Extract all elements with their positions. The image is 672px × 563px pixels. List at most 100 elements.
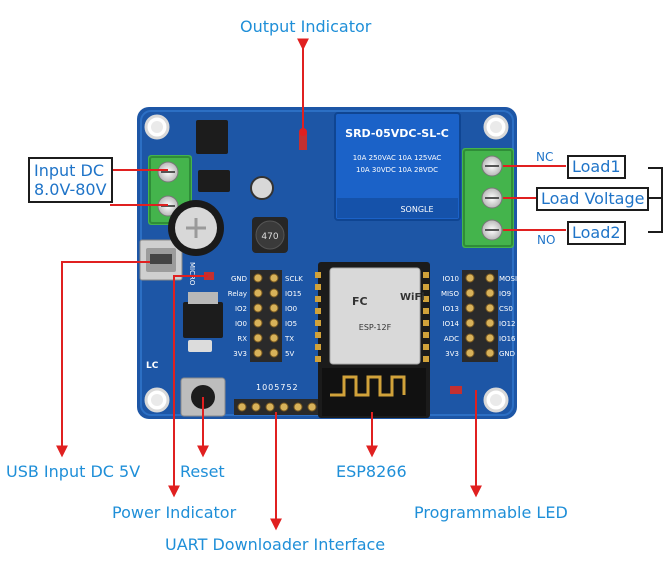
cap-470-text: 470: [261, 232, 278, 242]
io-left-pin-label: ADC: [444, 335, 459, 343]
right-header-pin-label: 5V: [285, 350, 294, 358]
left-header-pin-label: GND: [231, 275, 247, 283]
left-header-pin-label: RX: [237, 335, 247, 343]
inductor: [252, 217, 288, 253]
gold-pads: [315, 272, 429, 362]
header-pin: [465, 303, 475, 313]
header-pin: [253, 273, 263, 283]
header-pin: [269, 288, 279, 298]
load2-label: Load2: [567, 221, 626, 245]
esp-pad: [423, 296, 429, 302]
esp8266-label: ESP8266: [336, 462, 407, 481]
header-pin: [253, 348, 263, 358]
header-pin: [485, 348, 495, 358]
header-pin: [485, 303, 495, 313]
usb-input-label: USB Input DC 5V: [6, 462, 141, 481]
uart-label: UART Downloader Interface: [165, 535, 386, 554]
power-led: [204, 272, 214, 280]
header-pin: [269, 348, 279, 358]
load-brackets: [648, 167, 663, 233]
esp-pad: [423, 272, 429, 278]
no-label: NO: [537, 233, 556, 247]
header-pin: [485, 273, 495, 283]
right-header-pin-label: IO0: [285, 305, 297, 313]
esp-pad: [423, 356, 429, 362]
relay-rating-2-text: 10A 30VDC 10A 28VDC: [356, 166, 438, 174]
header-pin: [253, 333, 263, 343]
header-pin: [465, 273, 475, 283]
header-pin: [253, 303, 263, 313]
io-left-pin-label: IO13: [443, 305, 459, 313]
esp-model-text: ESP-12F: [359, 323, 392, 332]
header-pin: [253, 288, 263, 298]
header-pin: [253, 318, 263, 328]
output-led: [299, 132, 307, 150]
relay-model-text: SRD-05VDC-SL-C: [345, 127, 449, 140]
io-right-pin-label: IO12: [499, 320, 515, 328]
io-left-pin-label: 3V3: [445, 350, 459, 358]
esp-pad: [315, 344, 321, 350]
load-voltage-label: Load Voltage: [536, 187, 650, 211]
esp-pad: [423, 284, 429, 290]
right-header-pin-label: IO15: [285, 290, 301, 298]
right-header-pin-label: IO5: [285, 320, 297, 328]
header-pin: [465, 288, 475, 298]
output-indicator-label: Output Indicator: [240, 17, 372, 36]
esp-pad: [423, 344, 429, 350]
esp-pad: [315, 284, 321, 290]
mounting-holes: [144, 114, 509, 413]
header-pin: [293, 402, 303, 412]
fc-text: FC: [352, 295, 368, 308]
relay: [334, 112, 461, 221]
right-header-pin-label: SCLK: [285, 275, 303, 283]
electrolytic-capacitor: [168, 200, 224, 256]
relay-brand-text: SONGLE: [400, 205, 433, 214]
nc-label: NC: [536, 150, 554, 164]
left-header-pin-label: 3V3: [233, 350, 247, 358]
io-left-pin-label: IO10: [443, 275, 459, 283]
input-dc-line2: 8.0V-80V: [34, 180, 107, 199]
input-dc-line1: Input DC: [34, 161, 105, 180]
esp-pad: [315, 308, 321, 314]
header-pin: [465, 348, 475, 358]
right-header-pin-label: TX: [284, 335, 294, 343]
esp-pad: [423, 332, 429, 338]
board-id-text: 1005752: [256, 383, 299, 392]
esp-pad: [315, 356, 321, 362]
io-right-pin-label: MOSI: [499, 275, 517, 283]
left-header-pin-label: IO2: [235, 305, 247, 313]
esp-pad: [423, 320, 429, 326]
header-pin: [485, 288, 495, 298]
header-pin: [485, 318, 495, 328]
io-right-pin-label: CS0: [499, 305, 513, 313]
left-header-pin-label: IO0: [235, 320, 247, 328]
esp-pad: [315, 272, 321, 278]
header-pin: [251, 402, 261, 412]
header-pin: [265, 402, 275, 412]
input-dc-label: Input DC 8.0V-80V: [28, 157, 113, 203]
relay-rating-1-text: 10A 250VAC 10A 125VAC: [353, 154, 442, 162]
header-pin: [307, 402, 317, 412]
header-pin: [465, 318, 475, 328]
header-pin: [485, 333, 495, 343]
header-pin: [269, 333, 279, 343]
header-pin: [465, 333, 475, 343]
io-right-pin-label: IO9: [499, 290, 511, 298]
diode-d3: [198, 170, 230, 192]
header-pin: [279, 402, 289, 412]
capacitor-c6: [188, 340, 212, 352]
header-pin: [269, 273, 279, 283]
wifi-text: WiFi: [400, 292, 425, 303]
header-pin: [269, 303, 279, 313]
micro-usb-port: [139, 239, 183, 281]
reset-label: Reset: [180, 462, 225, 481]
callout-arrows: [56, 38, 566, 531]
micro-text: MICRO: [188, 262, 196, 286]
programmable-led-label: Programmable LED: [414, 503, 568, 522]
small-capacitor: [250, 176, 274, 200]
header-pins: [237, 273, 495, 412]
header-pin: [269, 318, 279, 328]
io-left-pin-label: MISO: [441, 290, 460, 298]
io-right-pin-label: GND: [499, 350, 515, 358]
